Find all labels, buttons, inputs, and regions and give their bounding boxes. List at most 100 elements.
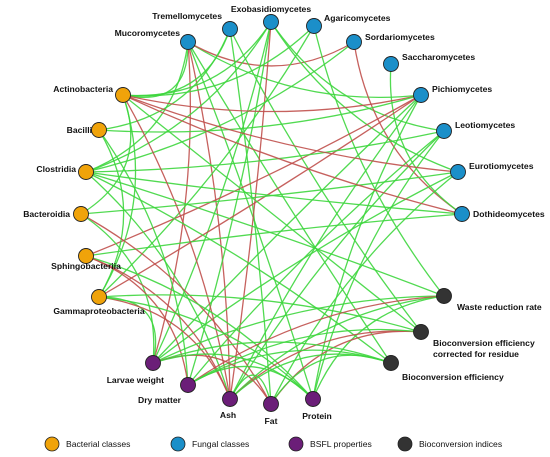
edge-bacilli-dry_matter <box>98 129 189 386</box>
edge-agaricomycetes-waste_reduction <box>313 25 445 297</box>
node-sphingobacteriia <box>78 248 94 264</box>
node-exobasidiomycetes <box>263 14 279 30</box>
node-ash <box>222 391 238 407</box>
edge-sordariomycetes-dothideomycetes <box>353 41 463 215</box>
node-saccharomycetes <box>383 56 399 72</box>
edge-pichiomycetes-sphingobacteriia <box>85 94 422 257</box>
legend-label-fungal: Fungal classes <box>192 439 249 449</box>
edge-exobasidiomycetes-larvae_weight <box>152 21 272 364</box>
label-protein: Protein <box>302 411 332 421</box>
label-ash: Ash <box>220 410 236 420</box>
node-fat <box>263 396 279 412</box>
node-tremellomycetes <box>222 21 238 37</box>
edge-eurotiomycetes-fat <box>270 171 459 405</box>
node-dothideomycetes <box>454 206 470 222</box>
label-mucoromycetes: Mucoromycetes <box>115 28 181 38</box>
edge-eurotiomycetes-larvae_weight <box>152 171 459 364</box>
edge-bce_corrected-dry_matter <box>187 328 422 386</box>
node-bce_corrected <box>413 324 429 340</box>
legend-swatch-bioconversion <box>397 436 413 452</box>
label-bacilli: Bacilli <box>67 125 92 135</box>
label-sordariomycetes: Sordariomycetes <box>365 32 435 42</box>
node-leotiomycetes <box>436 123 452 139</box>
edge-mucoromycetes-protein <box>187 41 314 400</box>
edge-bce-larvae_weight <box>152 341 392 364</box>
edge-dothideomycetes-sphingobacteriia <box>85 213 463 257</box>
edge-waste_reduction-ash <box>229 295 445 400</box>
edge-saccharomycetes-dothideomycetes <box>389 63 463 215</box>
node-bce <box>383 355 399 371</box>
edge-exobasidiomycetes-dry_matter <box>187 21 272 386</box>
edge-sphingobacteriia-dry_matter <box>85 255 189 386</box>
edge-leotiomycetes-protein <box>312 130 445 400</box>
edge-gammaproteobacteria-larvae_weight <box>98 296 157 364</box>
edge-clostridia-waste_reduction <box>85 171 445 297</box>
label-waste_reduction: Waste reduction rate <box>457 302 542 312</box>
edge-gammaproteobacteria-ash <box>98 296 231 400</box>
node-bacteroidia <box>73 206 89 222</box>
edge-dothideomycetes-actinobacteria <box>122 94 463 215</box>
node-dry_matter <box>180 377 196 393</box>
label-saccharomycetes: Saccharomycetes <box>402 52 475 62</box>
edge-leotiomycetes-dry_matter <box>187 130 445 386</box>
edge-agaricomycetes-actinobacteria <box>122 25 315 97</box>
label-actinobacteria: Actinobacteria <box>53 84 113 94</box>
legend-swatch-bsfl <box>288 436 304 452</box>
node-waste_reduction <box>436 288 452 304</box>
label-larvae_weight: Larvae weight <box>107 375 164 385</box>
edge-dothideomycetes-clostridia <box>85 171 463 215</box>
edge-sphingobacteriia-protein <box>85 255 314 400</box>
label-bce: Bioconversion efficiency <box>402 372 504 382</box>
label-clostridia: Clostridia <box>36 164 76 174</box>
legend-swatch-fungal <box>170 436 186 452</box>
node-layer: MucoromycetesTremellomycetesExobasidiomy… <box>23 4 545 426</box>
node-mucoromycetes <box>180 34 196 50</box>
label-bce_corrected-line2: corrected for residue <box>433 349 519 359</box>
edge-actinobacteria-bacteroidia <box>80 94 132 215</box>
node-pichiomycetes <box>413 87 429 103</box>
edge-pichiomycetes-gammaproteobacteria <box>98 94 422 298</box>
edge-pichiomycetes-actinobacteria <box>122 94 422 113</box>
edge-exobasidiomycetes-leotiomycetes <box>270 21 445 132</box>
node-bacilli <box>91 122 107 138</box>
label-gammaproteobacteria: Gammaproteobacteria <box>53 306 144 316</box>
edge-actinobacteria-bce_corrected <box>122 94 422 333</box>
label-eurotiomycetes: Eurotiomycetes <box>469 161 534 171</box>
edge-clostridia-bce <box>85 171 392 364</box>
label-dry_matter: Dry matter <box>138 395 182 405</box>
label-fat: Fat <box>265 416 278 426</box>
edge-sordariomycetes-clostridia <box>85 41 355 173</box>
edge-mucoromycetes-actinobacteria <box>122 41 189 99</box>
label-bce_corrected: Bioconversion efficiency <box>433 338 535 348</box>
label-exobasidiomycetes: Exobasidiomycetes <box>231 4 311 14</box>
edge-layer <box>80 21 463 405</box>
edge-mucoromycetes-ash <box>187 41 231 400</box>
edge-exobasidiomycetes-clostridia <box>85 21 272 173</box>
edge-mucoromycetes-sordariomycetes <box>187 41 355 67</box>
label-sphingobacteriia: Sphingobacteriia <box>51 261 121 271</box>
legend-label-bacterial: Bacterial classes <box>66 439 130 449</box>
edge-dry_matter-protein <box>187 365 314 400</box>
label-leotiomycetes: Leotiomycetes <box>455 120 515 130</box>
edge-pichiomycetes-ash <box>229 94 422 400</box>
label-bacteroidia: Bacteroidia <box>23 209 70 219</box>
edge-actinobacteria-gammaproteobacteria <box>98 94 137 298</box>
edge-waste_reduction-larvae_weight <box>152 295 445 364</box>
label-dothideomycetes: Dothideomycetes <box>473 209 545 219</box>
edge-waste_reduction-dry_matter <box>187 295 445 386</box>
edge-bacilli-gammaproteobacteria <box>98 129 125 298</box>
node-agaricomycetes <box>306 18 322 34</box>
node-actinobacteria <box>115 87 131 103</box>
edge-tremellomycetes-bacilli <box>98 28 231 131</box>
node-larvae_weight <box>145 355 161 371</box>
edge-gammaproteobacteria-bce_corrected <box>98 294 422 333</box>
label-pichiomycetes: Pichiomycetes <box>432 84 492 94</box>
node-clostridia <box>78 164 94 180</box>
edge-mucoromycetes-clostridia <box>85 41 189 173</box>
node-gammaproteobacteria <box>91 289 107 305</box>
node-eurotiomycetes <box>450 164 466 180</box>
edge-gammaproteobacteria-protein <box>98 296 314 400</box>
edge-ash-fat <box>229 374 272 405</box>
